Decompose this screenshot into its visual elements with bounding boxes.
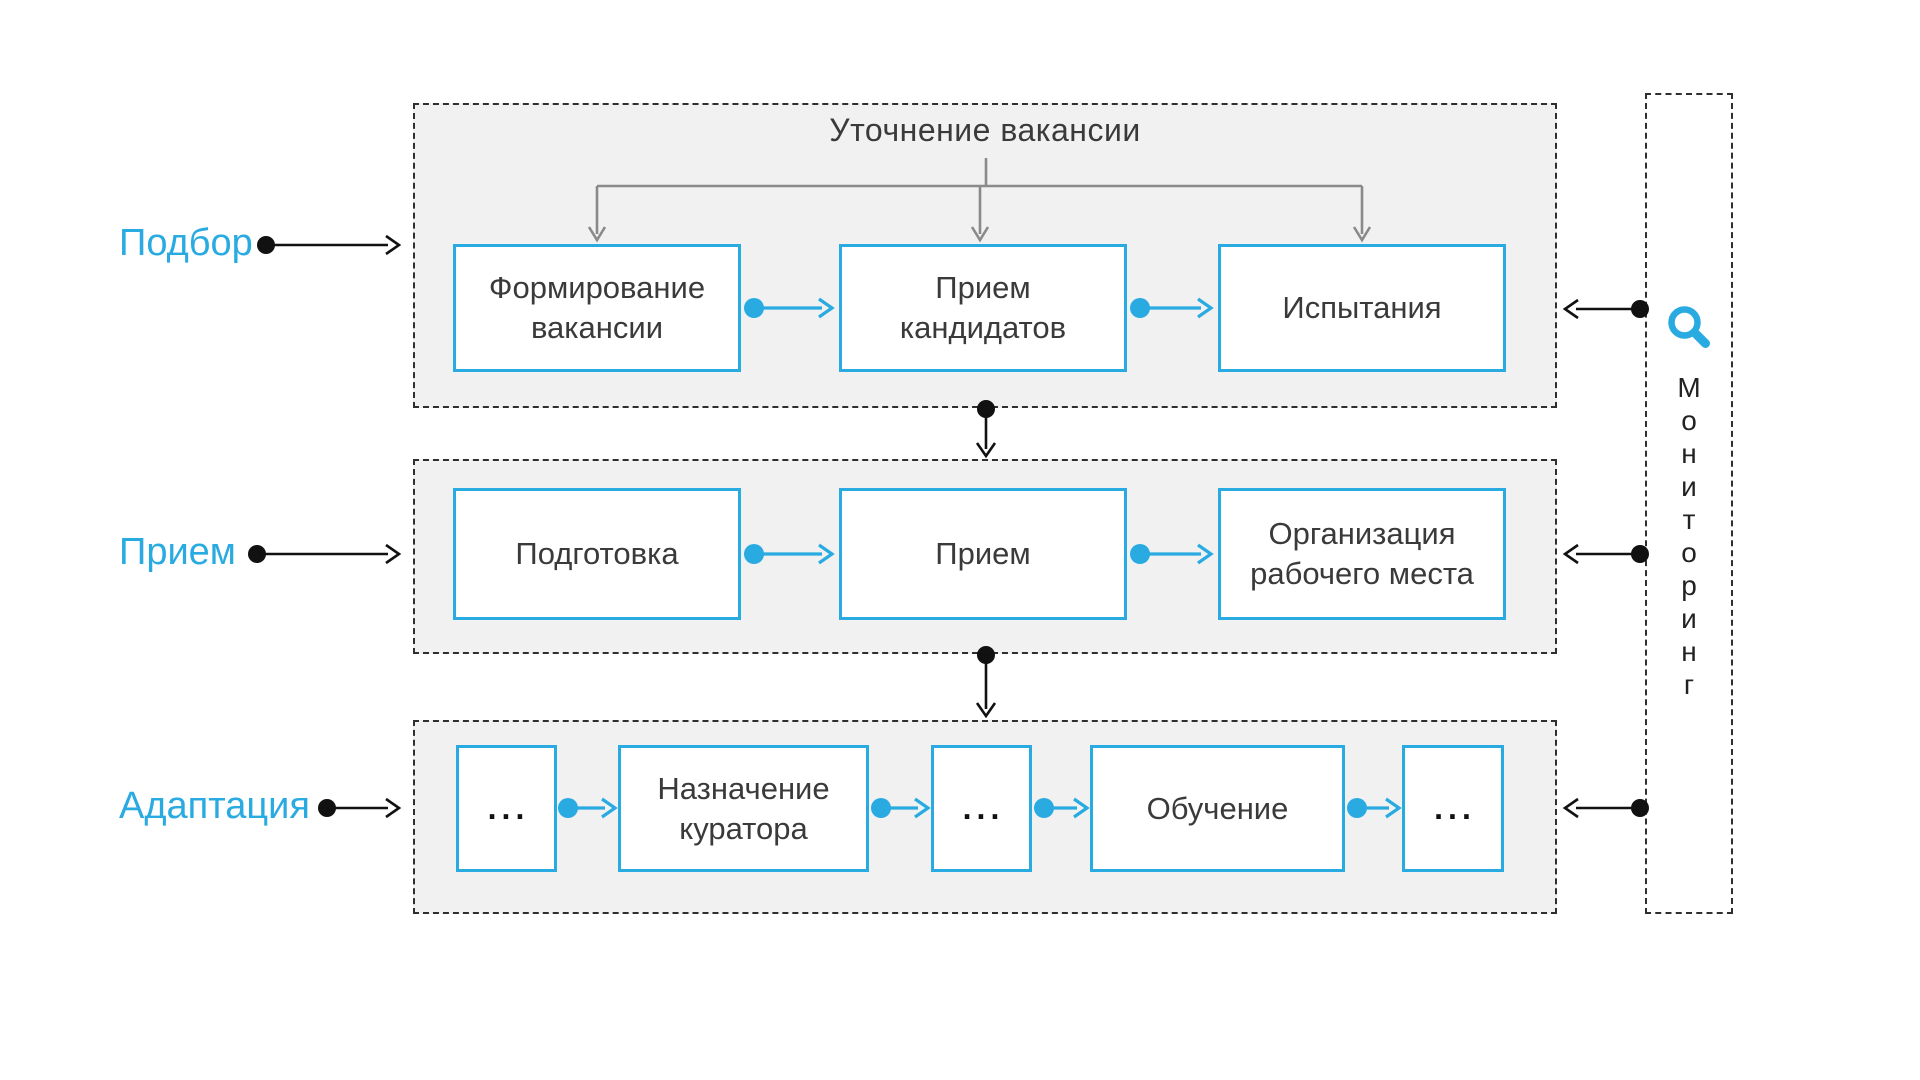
stage2-to-stage3-arrow — [975, 646, 997, 719]
node-candidate-intake: Прием кандидатов — [839, 244, 1127, 372]
node-preparation: Подготовка — [453, 488, 741, 620]
stage3-input-arrow — [318, 797, 402, 819]
node-hiring: Прием — [839, 488, 1127, 620]
stage1-input-arrow — [257, 234, 402, 256]
stage2-input-arrow — [248, 543, 402, 565]
node-vacancy-formation: Формирование вакансии — [453, 244, 741, 372]
node-training: Обучение — [1090, 745, 1345, 872]
magnifier-icon — [1668, 306, 1710, 348]
node-curator-assignment: Назначение куратора — [618, 745, 869, 872]
monitoring-arrow-stage3 — [1562, 797, 1649, 819]
monitoring-arrow-stage1 — [1562, 298, 1649, 320]
monitoring-arrow-stage2 — [1562, 543, 1649, 565]
side-label-adaptation: Адаптация — [119, 785, 310, 827]
node-ellipsis-2: ... — [931, 745, 1032, 872]
node-ellipsis-1: ... — [456, 745, 557, 872]
stage1-to-stage2-arrow — [975, 400, 997, 459]
node-workplace-setup: Организация рабочего места — [1218, 488, 1506, 620]
side-label-recruitment: Подбор — [119, 222, 253, 264]
side-label-hiring: Прием — [119, 531, 236, 573]
node-ellipsis-3: ... — [1402, 745, 1504, 872]
stage1-title: Уточнение вакансии — [829, 112, 1141, 148]
node-trials: Испытания — [1218, 244, 1506, 372]
